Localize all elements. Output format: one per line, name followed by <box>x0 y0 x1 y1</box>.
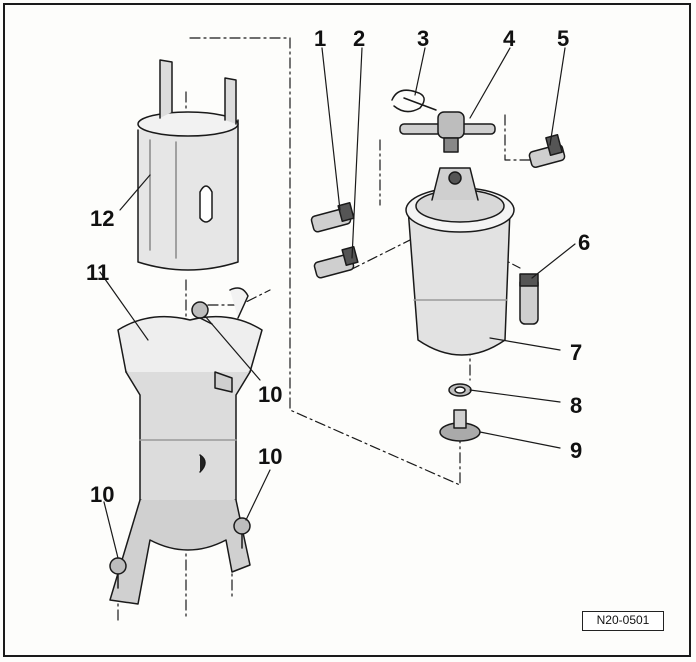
part-5-connector <box>528 134 566 168</box>
part-2-connector <box>313 245 359 279</box>
callout-10-top: 10 <box>258 382 283 407</box>
part-3-clip <box>391 89 437 113</box>
callout-1: 1 <box>314 26 327 51</box>
bolt-right <box>233 517 251 549</box>
part-8-seal <box>448 383 472 397</box>
part-11-holder <box>109 287 263 605</box>
callout-5: 5 <box>557 26 570 51</box>
diagram-frame <box>3 3 691 657</box>
callout-11: 11 <box>86 260 110 285</box>
part-9-drain-screw <box>439 409 481 442</box>
bolt-top <box>191 301 213 325</box>
callout-9: 9 <box>570 438 583 463</box>
callout-7: 7 <box>570 340 583 365</box>
part-12-upper-shell <box>137 59 239 271</box>
callout-2: 2 <box>353 26 366 51</box>
callout-12: 12 <box>90 206 115 231</box>
part-6-connector <box>519 273 539 325</box>
callout-10-left: 10 <box>90 482 115 507</box>
part-1-connector <box>310 201 355 233</box>
part-7-filter <box>405 167 515 356</box>
callout-3: 3 <box>417 26 430 51</box>
callout-10-right: 10 <box>258 444 283 469</box>
reference-code-box: N20-0501 <box>582 611 664 631</box>
callout-4: 4 <box>503 26 516 51</box>
callout-6: 6 <box>578 230 591 255</box>
callout-8: 8 <box>570 393 583 418</box>
part-10-bolts <box>109 301 251 589</box>
part-4-tee-piece <box>399 111 496 153</box>
leader-lines <box>99 47 576 559</box>
